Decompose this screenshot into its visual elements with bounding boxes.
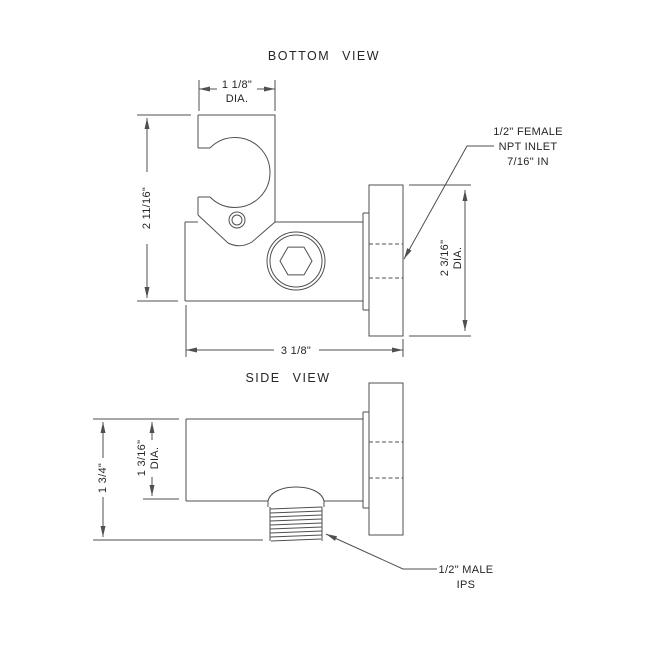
callout-male-outlet-line1: 1/2" MALE [439,564,494,576]
dim-flange-dia-suffix: DIA. [452,247,464,270]
thread-ridges [269,506,323,542]
dim-extension-lines [93,418,263,541]
pivot-bracket [197,214,276,247]
neck-side-view [362,411,369,509]
bottom-view: BOTTOM VIEW 1 1/8" DIA. 2 11/16" [137,49,563,357]
side-view-title: SIDE VIEW [245,371,330,385]
bottom-view-title: BOTTOM VIEW [268,49,380,63]
thread-lines [269,506,323,542]
flange-side-view [368,382,404,536]
holder-outline [197,114,276,222]
flange-bore-hidden-lines [369,243,403,279]
dim-overall-height: 2 11/16" [137,115,191,301]
dim-holder-dia: 1 1/8" DIA. [199,79,275,111]
hex-screw-outer-ring [266,231,326,291]
side-view: SIDE VIEW 1 3/4" 1 3/16" DIA. [93,371,493,591]
dim-body-dia-value: 1 3/16" [136,440,148,477]
callout-female-inlet-line1: 1/2" FEMALE [493,126,563,138]
callout-male-outlet-line2: IPS [457,579,476,591]
dim-body-dia-suffix: DIA. [149,447,161,470]
callout-female-inlet: 1/2" FEMALE NPT INLET 7/16" IN [403,126,563,260]
thread-dome [267,486,325,507]
dim-total-height-value: 1 3/4" [97,463,109,493]
body-outline-bottom [184,221,363,302]
dim-extension-lines [409,184,471,337]
dim-overall-width: 3 1/8" [186,305,403,357]
dim-overall-height-value: 2 11/16" [141,187,153,229]
dim-holder-dia-suffix: DIA. [226,93,249,105]
leader-line [325,533,437,570]
pivot-hole-outer [228,211,246,229]
flange-bore-hidden-lines-side [369,441,403,479]
body-outline-side [185,418,363,502]
dim-flange-dia: 2 3/16" DIA. [409,184,471,337]
dim-overall-width-value: 3 1/8" [281,345,311,357]
pivot-hole-inner [231,214,243,226]
hex-socket [279,246,313,276]
callout-female-inlet-line2: NPT INLET [499,141,558,153]
dim-flange-dia-value: 2 3/16" [439,240,451,277]
neck-bottom-view [362,212,369,311]
dim-holder-dia-value: 1 1/8" [222,79,252,91]
leader-line [403,145,494,260]
dim-body-dia: 1 3/16" DIA. [136,422,179,499]
callout-male-outlet: 1/2" MALE IPS [325,533,494,591]
dim-total-height: 1 3/4" [93,419,263,540]
callout-female-inlet-line3: 7/16" IN [507,156,549,168]
flange-bottom-view [368,184,404,337]
hex-screw-inner-ring [269,234,323,288]
